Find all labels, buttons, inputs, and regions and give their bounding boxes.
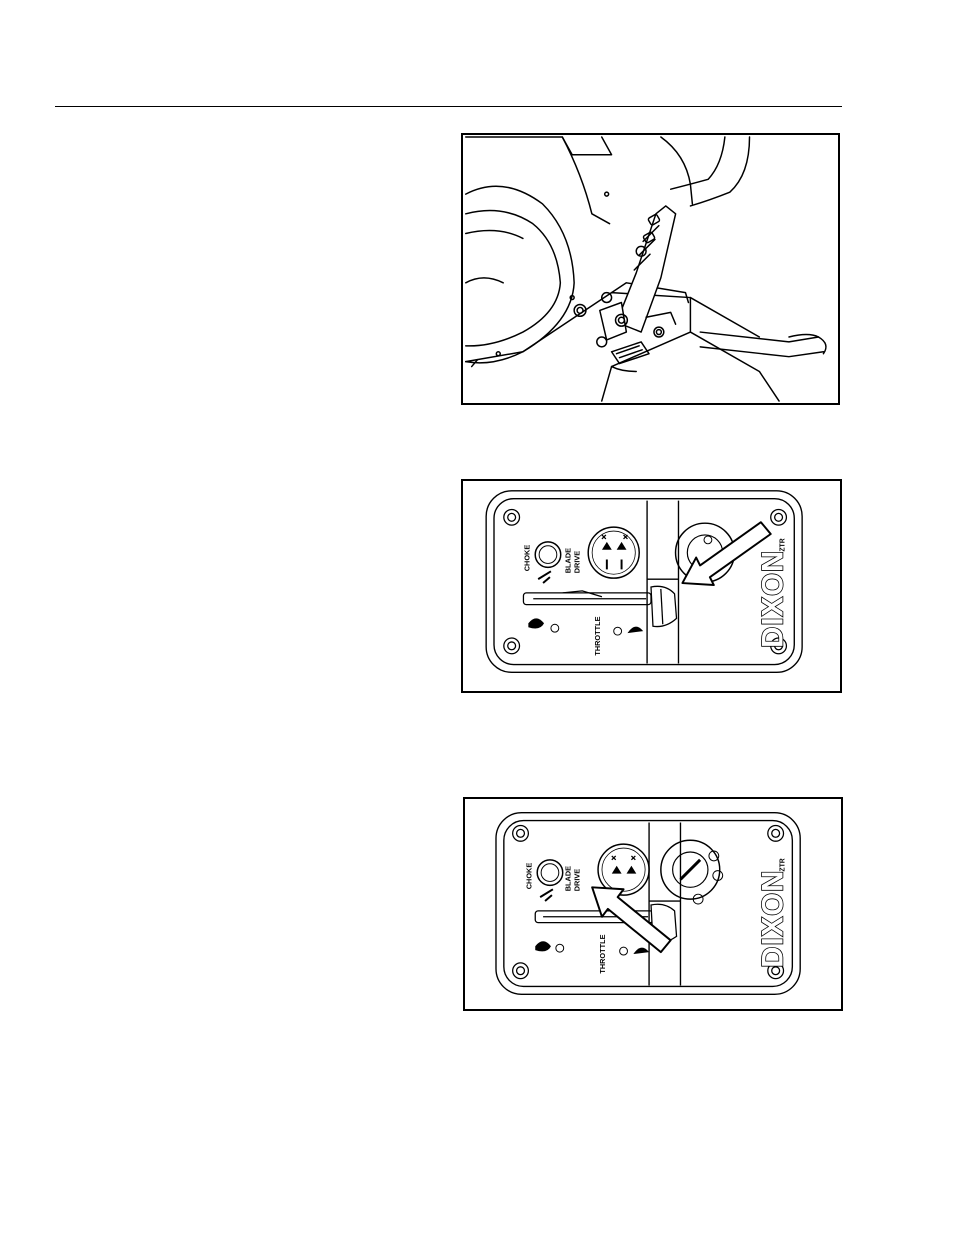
rabbit-icon <box>627 627 643 633</box>
control-panel-drawing: CHOKE BLADE DRIVE THROTTLE DIXON ZTR <box>463 481 840 691</box>
screw-holes <box>513 825 784 978</box>
choke-label: CHOKE <box>522 545 531 572</box>
blade-drive-switch <box>588 527 639 578</box>
brand-suffix: ZTR <box>779 858 786 871</box>
control-lever-drawing <box>463 135 838 403</box>
drive-label: DRIVE <box>572 551 581 574</box>
blade-label: BLADE <box>564 548 573 573</box>
brand-logo: DIXON <box>757 870 790 968</box>
header-rule <box>55 106 842 107</box>
drive-label: DRIVE <box>572 869 581 892</box>
figure-control-panel-blade: CHOKE BLADE DRIVE THROTTLE DIXON ZTR <box>463 797 843 1011</box>
brand-logo: DIXON <box>757 550 790 648</box>
turtle-icon <box>535 941 551 951</box>
throttle-label: THROTTLE <box>593 616 602 655</box>
turtle-icon <box>528 618 544 628</box>
choke-label: CHOKE <box>524 863 533 890</box>
figure-control-panel-ignition: CHOKE BLADE DRIVE THROTTLE DIXON ZTR <box>461 479 842 693</box>
blade-label: BLADE <box>564 866 573 891</box>
brand-suffix: ZTR <box>779 538 786 551</box>
control-panel-drawing: CHOKE BLADE DRIVE THROTTLE DIXON ZTR <box>465 799 841 1009</box>
throttle-label: THROTTLE <box>598 934 607 973</box>
rabbit-icon <box>633 948 649 954</box>
figure-control-lever <box>461 133 840 405</box>
